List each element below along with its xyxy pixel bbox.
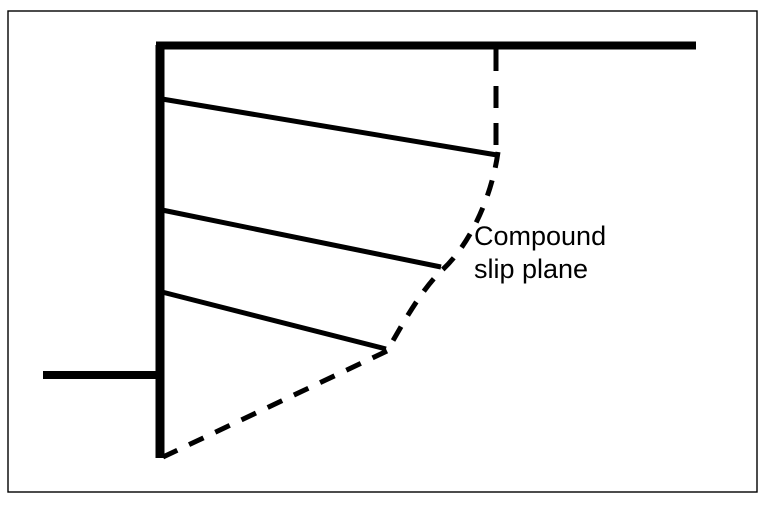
reinforcement-layer-1 xyxy=(161,96,498,158)
annotation-line-2: slip plane xyxy=(474,254,588,284)
reinforcement-layer-2 xyxy=(161,207,442,270)
compound-slip-plane-straight-segment xyxy=(161,348,389,460)
annotation-line-1: Compound xyxy=(474,221,606,251)
reinforcement-layer-3 xyxy=(161,289,387,352)
figure-border xyxy=(7,10,758,493)
compound-slip-plane-curved-segment xyxy=(384,151,501,353)
reinforcement-layers xyxy=(161,96,498,352)
